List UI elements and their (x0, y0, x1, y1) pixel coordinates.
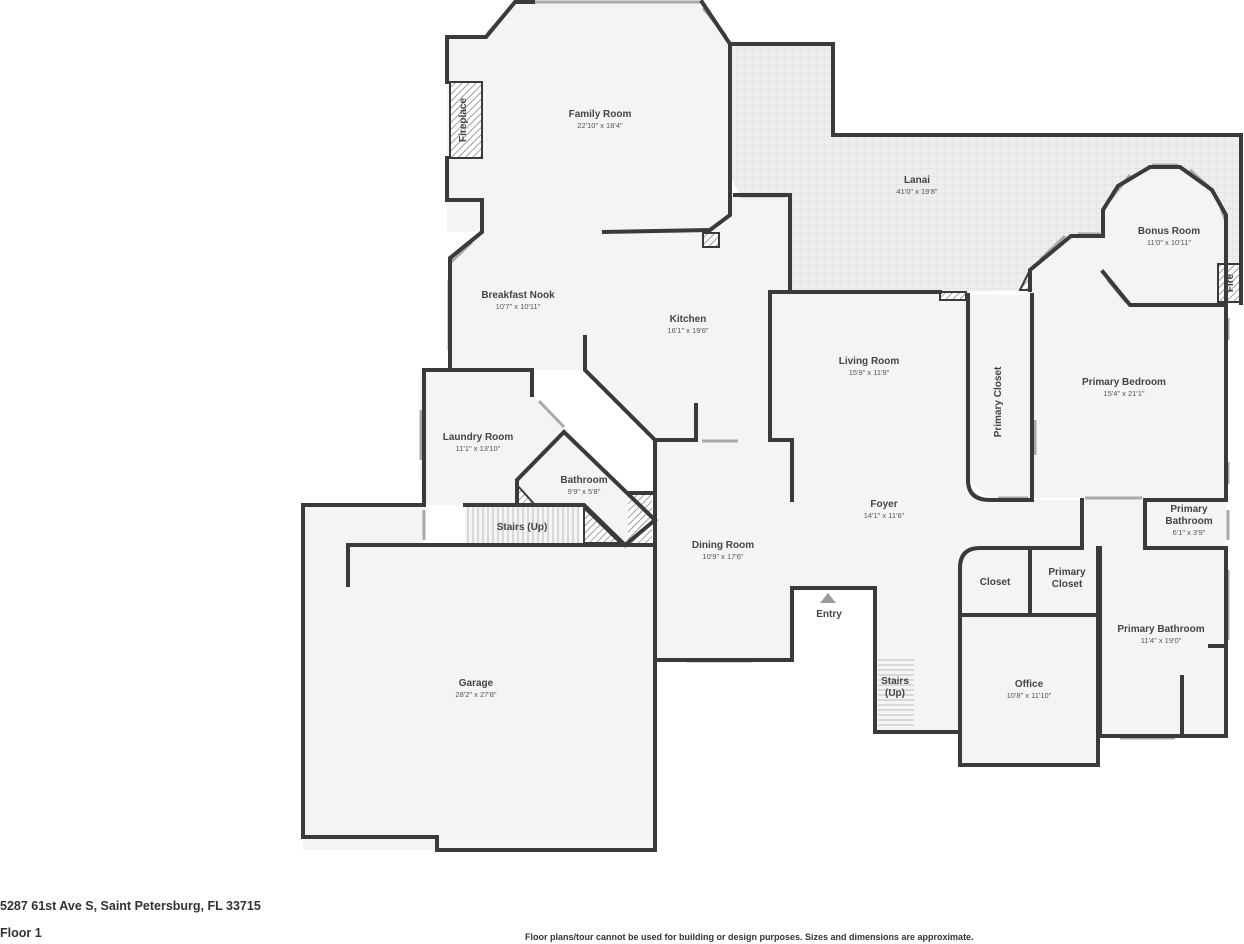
primary-bathroom-name: Primary Bathroom (1117, 624, 1204, 635)
primary-closet-b-name-1: Primary (1048, 567, 1086, 578)
entry-arrow-icon (820, 593, 836, 603)
stairs-up-a-label: Stairs (Up) (497, 522, 548, 533)
lanai-name: Lanai (904, 175, 930, 186)
walls (301, 0, 1243, 852)
disclaimer: Floor plans/tour cannot be used for buil… (525, 932, 974, 942)
dining-room-dims: 10'9" x 17'6" (702, 552, 743, 561)
office-dims: 10'8" x 11'10" (1007, 691, 1052, 700)
stairs-treads (467, 506, 914, 726)
kitchen-dims: 16'1" x 19'6" (667, 326, 708, 335)
bathroom-name: Bathroom (560, 475, 607, 486)
garage-name: Garage (459, 678, 494, 689)
lanai-dims: 41'0" x 19'8" (896, 187, 937, 196)
primary-closet-b-name-2: Closet (1052, 579, 1083, 590)
family-room-name: Family Room (569, 109, 632, 120)
closet-label: Closet (980, 577, 1011, 588)
hatched-fixtures (449, 81, 1241, 544)
breakfast-nook-dims: 10'7" x 10'11" (496, 302, 541, 311)
stairs-up-b-name-1: Stairs (881, 676, 909, 687)
primary-bedroom-dims: 15'4" x 21'1" (1103, 389, 1144, 398)
entry-label: Entry (816, 609, 842, 620)
primary-bedroom-name: Primary Bedroom (1082, 377, 1166, 388)
bonus-room-name: Bonus Room (1138, 226, 1200, 237)
fireplace-label: Fireplace (458, 98, 469, 142)
bathroom-dims: 9'9" x 5'8" (568, 487, 601, 496)
bonus-room-dims: 11'0" x 10'11" (1147, 238, 1192, 247)
lanai-floor (732, 46, 1241, 303)
garage-dims: 28'2" x 27'8" (455, 690, 496, 699)
primary-closet-a-label: Primary Closet (993, 366, 1004, 437)
foyer-name: Foyer (870, 499, 897, 510)
room-labels: Family Room 22'10" x 18'4" Fireplace Lan… (443, 98, 1236, 700)
property-address: 5287 61st Ave S, Saint Petersburg, FL 33… (0, 899, 261, 913)
stairs-up-b-name-2: (Up) (885, 688, 905, 699)
office-name: Office (1015, 679, 1044, 690)
dining-room-name: Dining Room (692, 540, 754, 551)
primary-bathroom-small-name-1: Primary (1170, 504, 1208, 515)
primary-bathroom-small-dims: 6'1" x 3'9" (1173, 528, 1206, 537)
kitchen-name: Kitchen (670, 314, 707, 325)
fire-label: Fire (1225, 273, 1236, 292)
primary-bathroom-small-name-2: Bathroom (1165, 516, 1212, 527)
foyer-dims: 14'1" x 11'6" (864, 511, 905, 520)
breakfast-nook-name: Breakfast Nook (481, 290, 555, 301)
living-room-name: Living Room (839, 356, 900, 367)
floor-label: Floor 1 (0, 926, 42, 940)
living-room-dims: 15'9" x 11'9" (849, 368, 890, 377)
laundry-room-name: Laundry Room (443, 432, 514, 443)
room-floors (303, 2, 1226, 850)
primary-bathroom-dims: 11'4" x 19'0" (1141, 636, 1182, 645)
laundry-room-dims: 11'1" x 13'10" (456, 444, 501, 453)
family-room-dims: 22'10" x 18'4" (577, 121, 623, 130)
